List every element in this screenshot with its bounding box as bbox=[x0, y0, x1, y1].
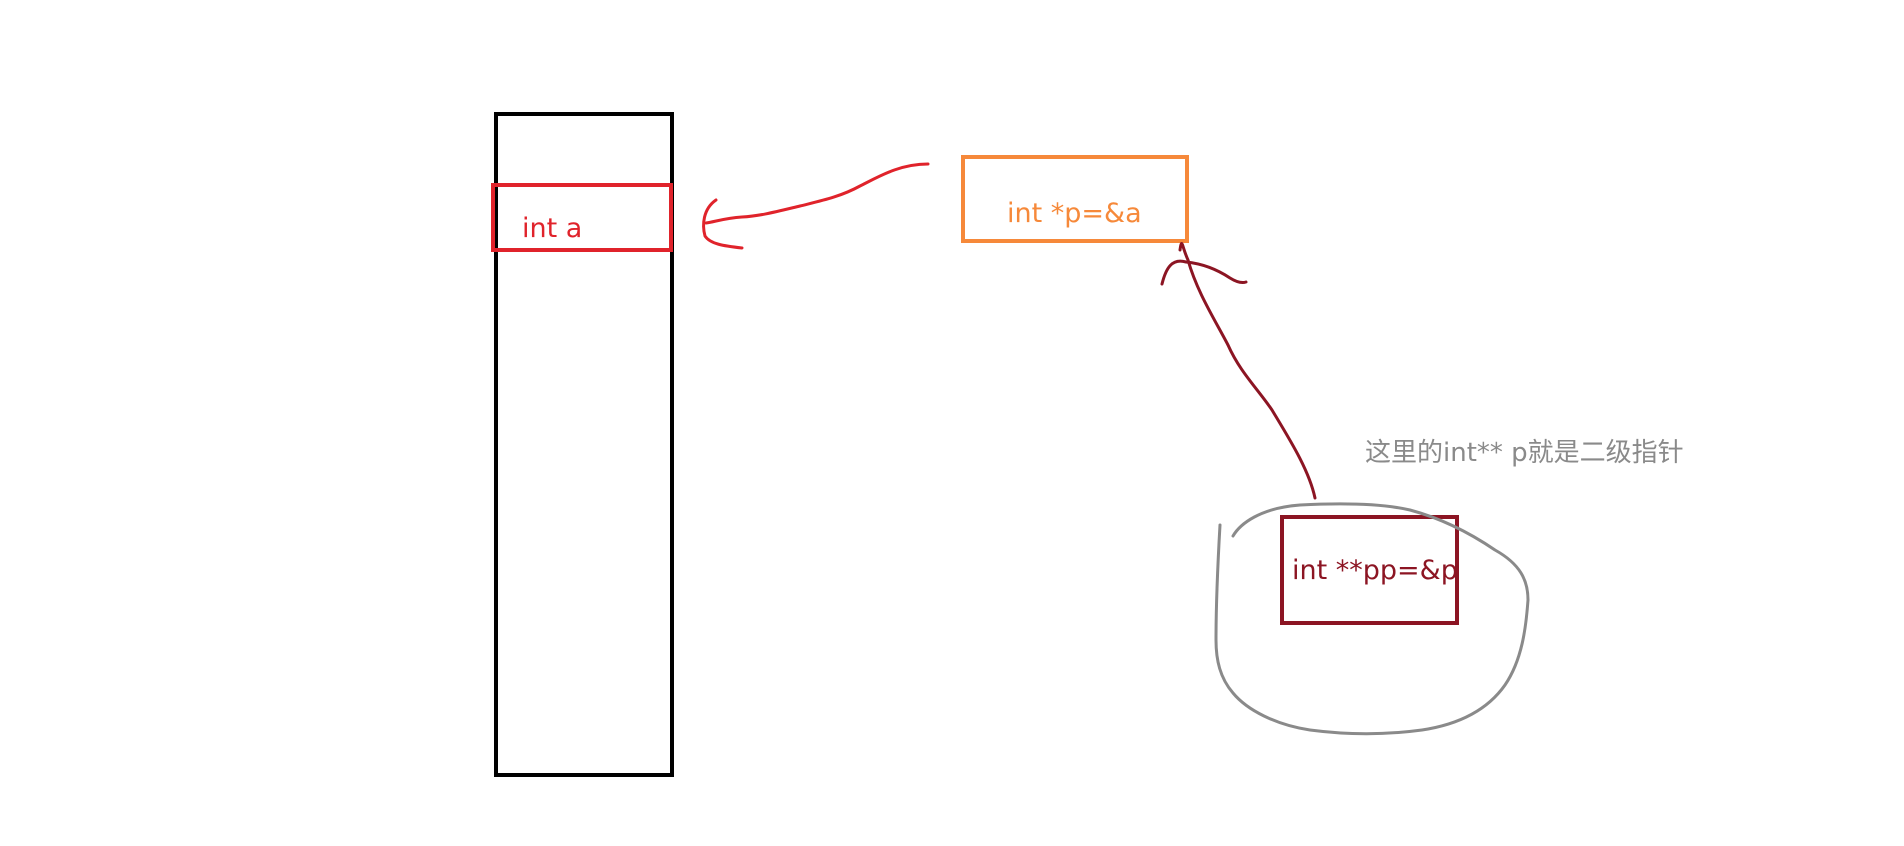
pointer-p-box bbox=[961, 155, 1189, 243]
memory-column bbox=[494, 112, 674, 777]
arrow-pp-to-p bbox=[1178, 242, 1317, 500]
arrow-p-to-a bbox=[704, 162, 930, 225]
var-a-box bbox=[491, 183, 673, 252]
pointer-pp-label: int **pp=&p bbox=[1292, 555, 1458, 586]
double-pointer-note: 这里的int** p就是二级指针 bbox=[1365, 438, 1684, 468]
arrowhead-p bbox=[1160, 259, 1248, 286]
arrowhead-a bbox=[702, 198, 744, 250]
var-a-label: int a bbox=[522, 213, 583, 244]
pointer-p-label: int *p=&a bbox=[1007, 198, 1142, 229]
